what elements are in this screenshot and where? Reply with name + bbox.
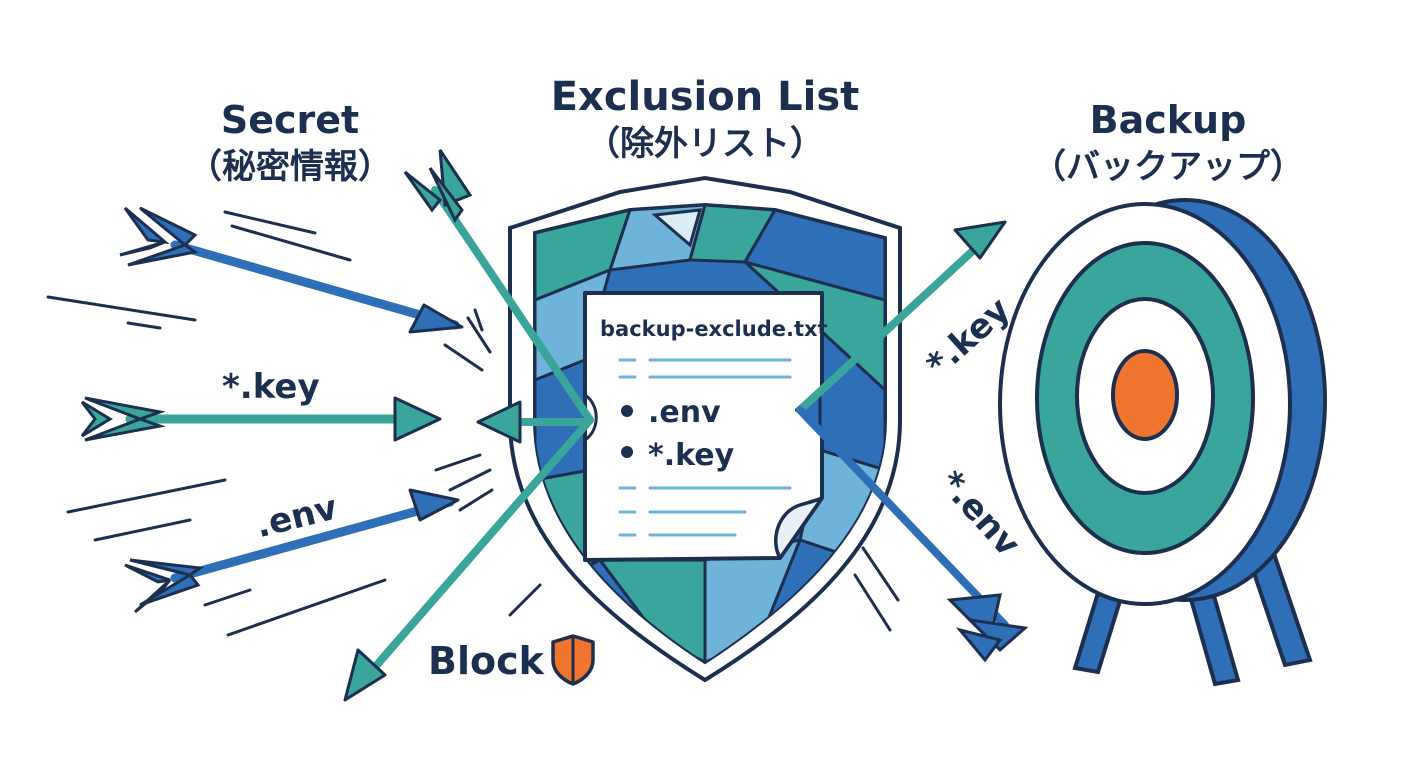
- target-icon: [998, 198, 1327, 687]
- arrow-icon: [80, 396, 442, 442]
- arrow-icon: [343, 149, 594, 702]
- block-label: Block: [428, 639, 545, 683]
- backup-title: Backup: [1090, 98, 1247, 142]
- exclusion-subtitle: （除外リスト）: [586, 124, 824, 164]
- block-shield-icon: [551, 634, 595, 686]
- secret-subtitle: （秘密情報）: [188, 147, 392, 187]
- arrow-label-left-key: *.key: [222, 367, 320, 407]
- arrow-icon: [796, 220, 1029, 663]
- backup-subtitle: （バックアップ）: [1032, 147, 1304, 187]
- document-entry-key: *.key: [648, 438, 735, 473]
- arrow-icon: [124, 488, 460, 614]
- document-entry-env: .env: [648, 395, 721, 430]
- motion-lines: [46, 210, 900, 637]
- secret-title: Secret: [221, 98, 359, 142]
- document-filename: backup-exclude.txt: [600, 317, 828, 341]
- document-icon: backup-exclude.txt .env *.key: [583, 291, 828, 562]
- exclusion-title: Exclusion List: [551, 74, 860, 120]
- arrow-icon: [119, 206, 464, 334]
